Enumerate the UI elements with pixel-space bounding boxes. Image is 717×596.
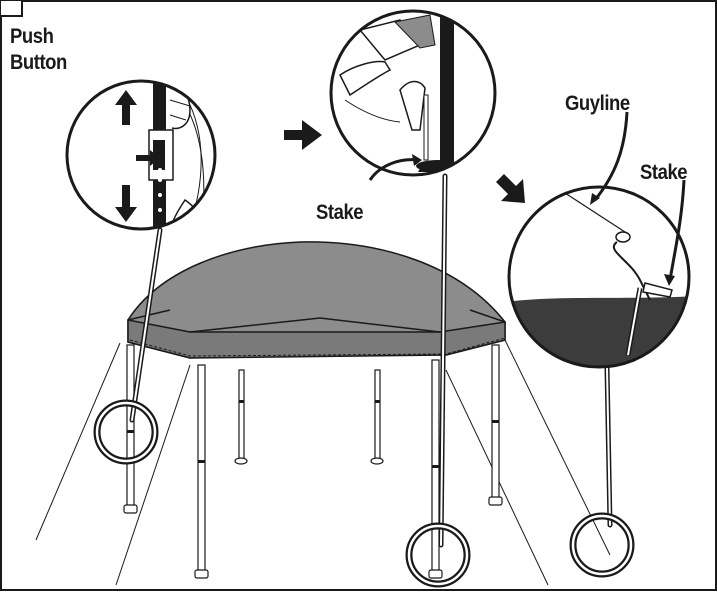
push-button-label-line1: Push [10,26,53,47]
detail-rings [97,403,631,584]
arrow-right-icon [284,120,322,150]
leg-feet [124,458,502,578]
push-button-label-line2: Button [10,52,67,73]
callout-stake-base [331,0,495,180]
callout-push-button [67,70,240,250]
arrow-down-right-icon [496,174,525,203]
stake-label-right: Stake [640,162,687,183]
guyline-label: Guyline [565,93,630,114]
stake-label-top: Stake [316,202,363,223]
canopy-roof [128,242,505,358]
callout-guyline-stake [505,112,700,380]
